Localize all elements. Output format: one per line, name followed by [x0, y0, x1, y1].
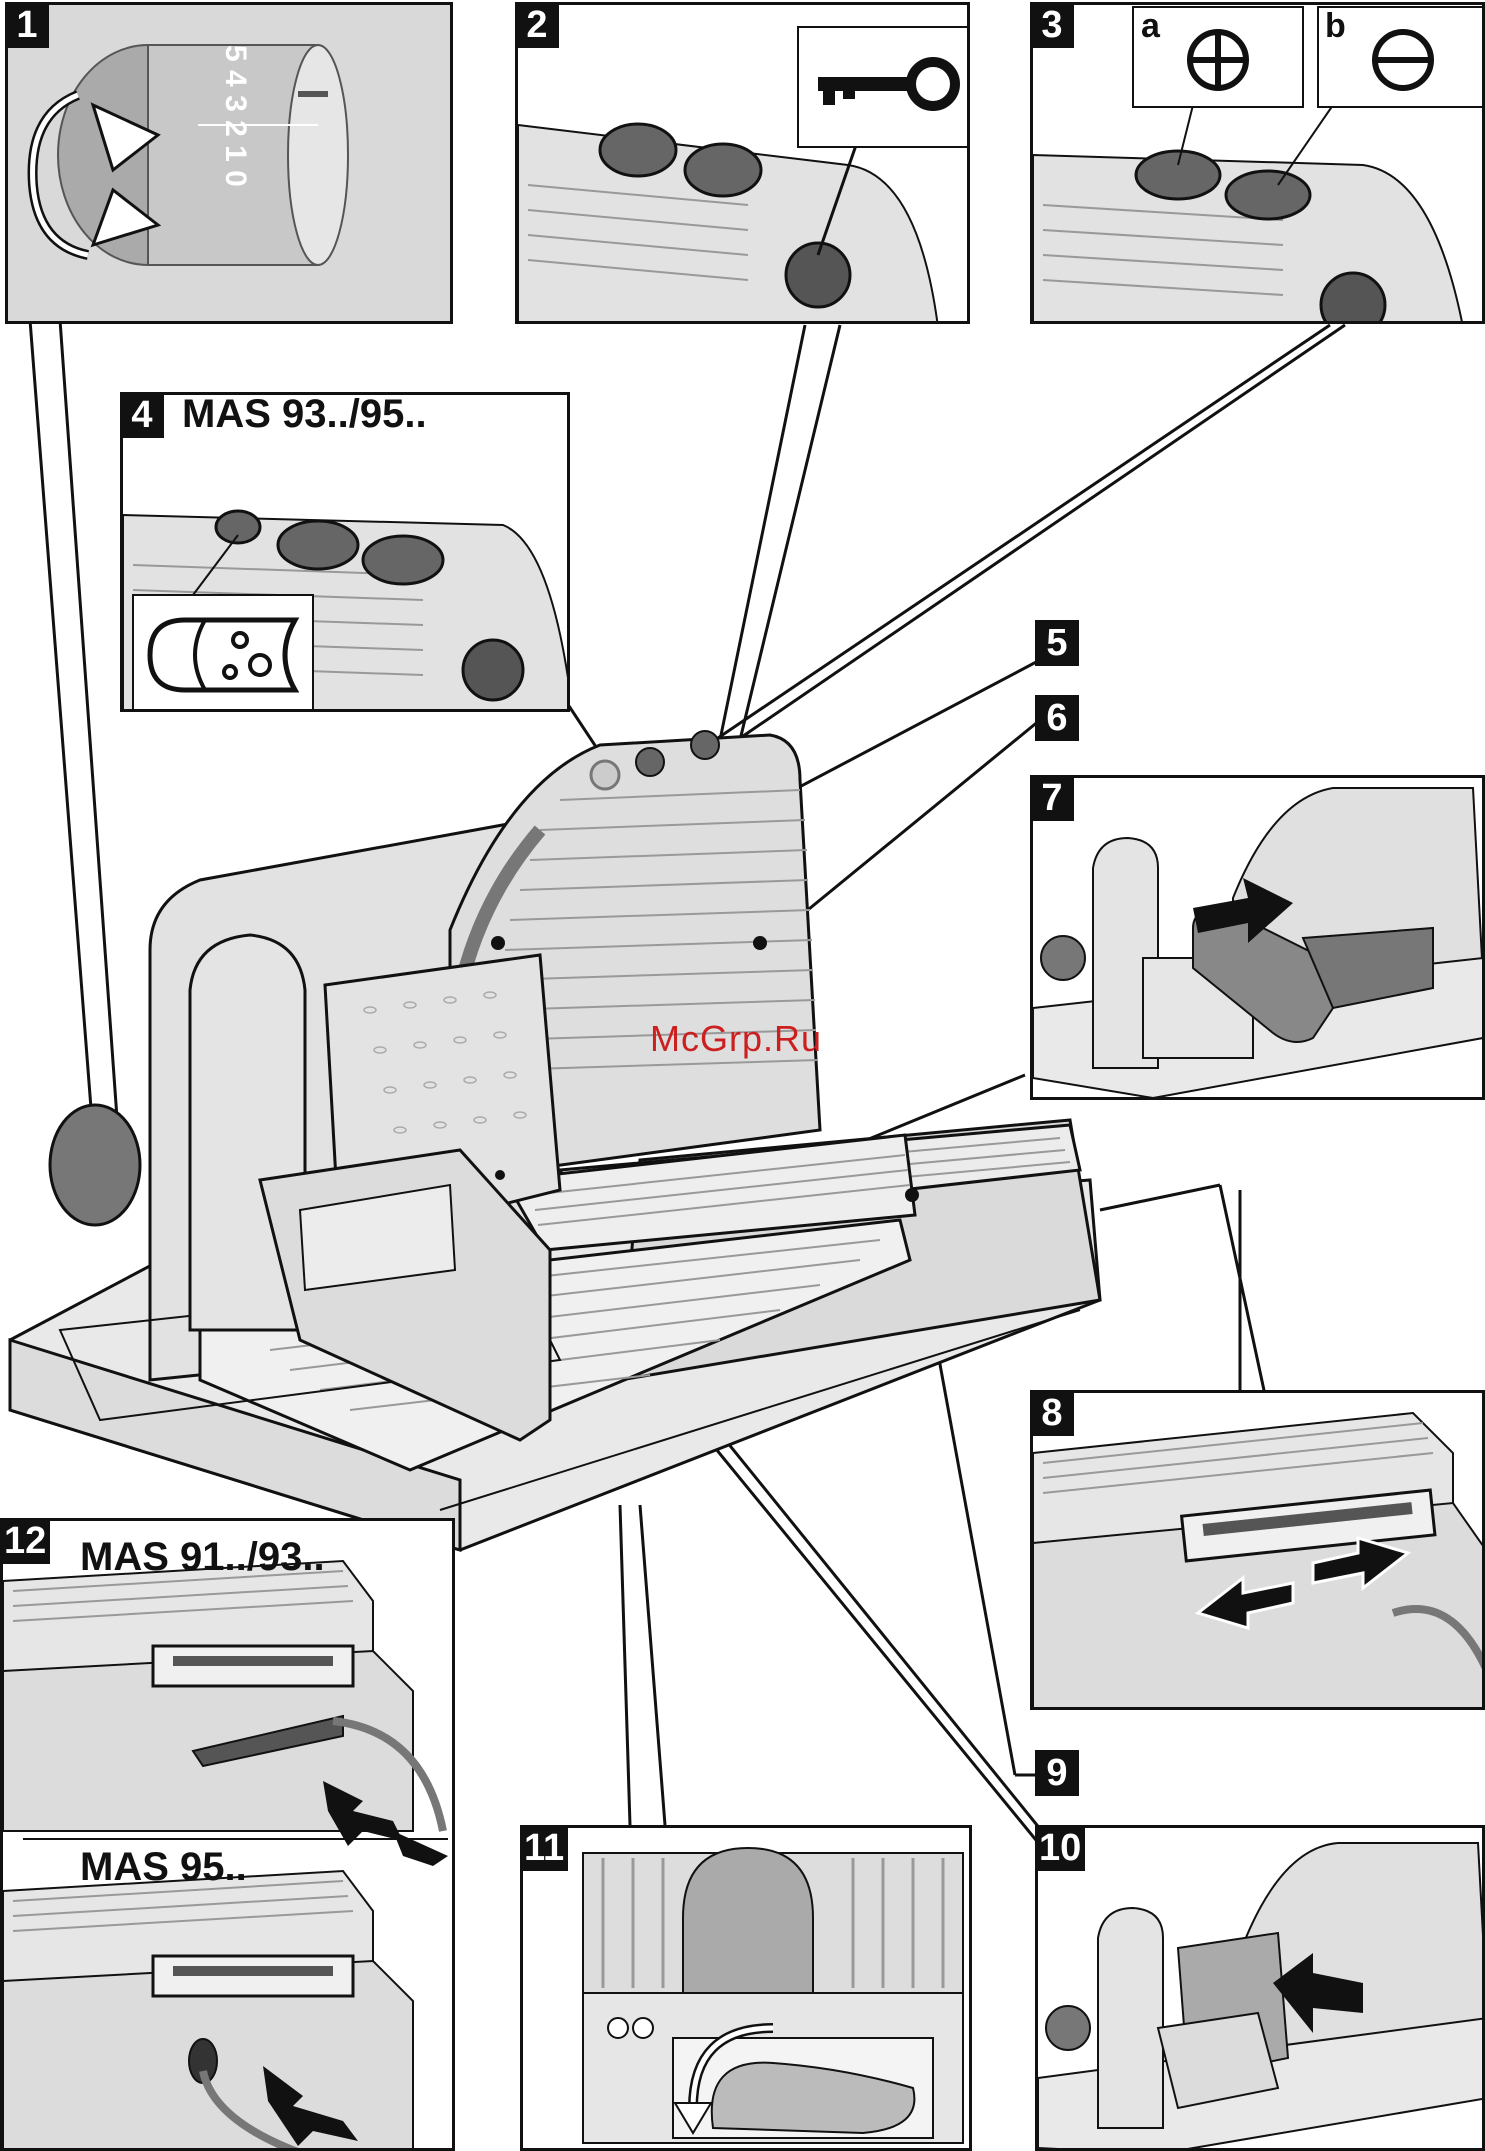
panel-11-slice-tray	[520, 1825, 972, 2151]
panel-2-safety-lock	[515, 2, 970, 324]
panel-3-power-buttons: a b	[1030, 2, 1485, 324]
model-label-p4: MAS 93../95..	[182, 392, 427, 437]
panel-12-cord-storage	[0, 1518, 455, 2151]
panel-number-3: 3	[1030, 2, 1074, 48]
model-label-p12-top: MAS 91../93..	[80, 1535, 325, 1580]
panel-number-8: 8	[1030, 1390, 1074, 1436]
dial-number: 1	[219, 145, 252, 162]
model-label-p12-bottom: MAS 95..	[80, 1845, 247, 1890]
panel-number-1: 1	[5, 2, 49, 48]
panel-11-drawing	[523, 1828, 972, 2151]
plus-circle-icon	[1183, 25, 1253, 95]
panel-number-11: 11	[520, 1825, 568, 1871]
dial-number: 5	[219, 45, 252, 62]
panel-8-carriage-slide	[1030, 1390, 1485, 1710]
minus-circle-icon	[1368, 25, 1438, 95]
double-arrow-icon	[1193, 1533, 1413, 1633]
panel-7-food-loading	[1030, 775, 1485, 1100]
cheese-icon	[145, 610, 305, 700]
panel-2-drawing	[518, 5, 970, 324]
push-arrow-icon	[1188, 873, 1298, 953]
panel-10-food-holder	[1035, 1825, 1485, 2151]
panel-10-drawing	[1038, 1828, 1485, 2151]
dial-numbers: 5 4 3 2 1 0	[217, 45, 253, 85]
panel-number-7: 7	[1030, 775, 1074, 821]
panel-number-6: 6	[1035, 695, 1079, 741]
dial-number: 4	[219, 70, 252, 87]
panel-12-drawing	[3, 1521, 455, 2151]
panel-1-thickness-dial: 5 4 3 2 1 0	[5, 2, 453, 324]
dial-number: 3	[219, 95, 252, 112]
key-icon	[813, 55, 963, 115]
sub-label-a: a	[1141, 7, 1160, 46]
watermark-text: McGrp.Ru	[650, 1018, 822, 1060]
panel-number-9: 9	[1035, 1750, 1079, 1796]
panel-4-cheese-mode	[120, 392, 570, 712]
panel-number-4: 4	[120, 392, 164, 438]
dial-number: 0	[219, 170, 252, 187]
panel-number-5: 5	[1035, 620, 1079, 666]
push-arrow-icon	[1268, 1948, 1368, 2038]
panel-number-10: 10	[1035, 1825, 1085, 1871]
panel-number-2: 2	[515, 2, 559, 48]
rotate-arrows-icon	[18, 75, 178, 275]
sub-label-b: b	[1325, 7, 1346, 46]
panel-number-12: 12	[0, 1518, 50, 1564]
dial-number: 2	[219, 120, 252, 137]
